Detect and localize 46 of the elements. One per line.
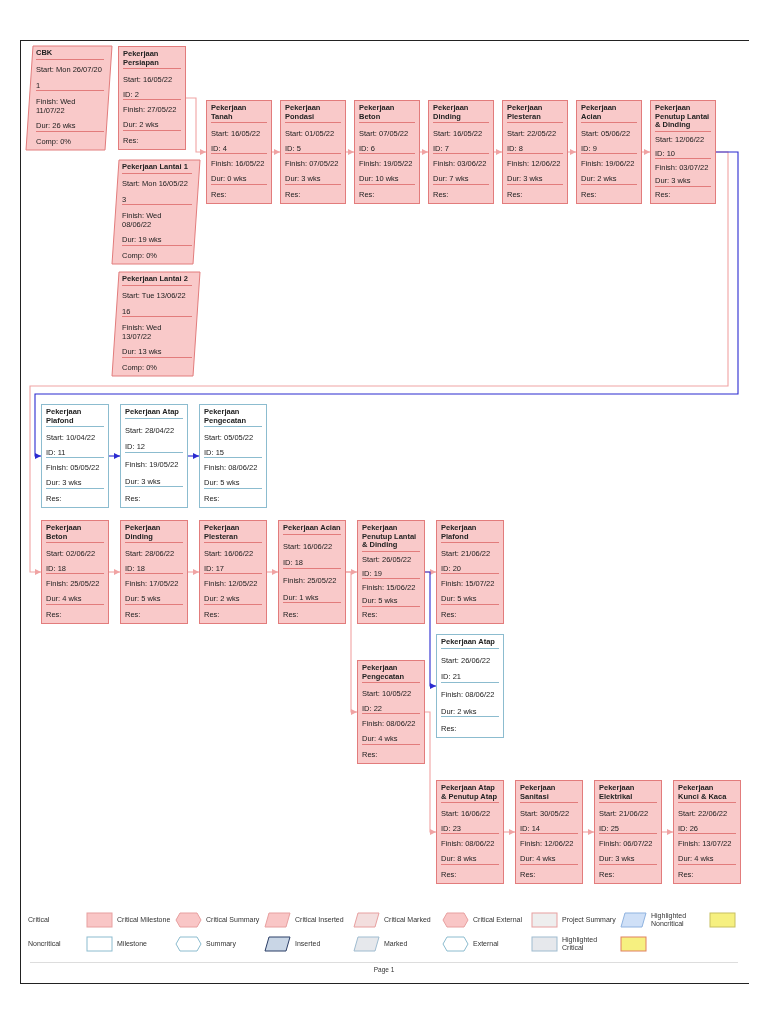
critical-task-card: [594, 780, 662, 884]
arrow: [424, 711, 437, 835]
arrow: [503, 829, 516, 835]
critical-task-card: [120, 520, 188, 624]
critical-task-card: [357, 520, 425, 624]
arrow: [187, 453, 200, 459]
arrow: [424, 571, 437, 689]
arrow: [661, 829, 674, 835]
critical-task-card: [354, 100, 420, 204]
critical-task-card: [118, 46, 186, 150]
summary-task-card: [26, 46, 112, 150]
arrow: [108, 453, 121, 459]
critical-task-card: [436, 780, 504, 884]
arrow: [419, 149, 429, 155]
arrow: [345, 571, 358, 715]
critical-task-card: [357, 660, 425, 764]
arrow: [34, 151, 739, 459]
critical-task-card: [436, 520, 504, 624]
arrow: [582, 829, 595, 835]
critical-task-card: [41, 520, 109, 624]
critical-task-card: [199, 520, 267, 624]
critical-task-card: [206, 100, 272, 204]
critical-task-card: [428, 100, 494, 204]
arrow: [187, 569, 200, 575]
arrow: [271, 149, 281, 155]
arrow: [345, 149, 355, 155]
arrow: [266, 569, 279, 575]
critical-task-card: [673, 780, 741, 884]
critical-task-card: [576, 100, 642, 204]
summary-task-card: [112, 272, 200, 376]
critical-task-card: [515, 780, 583, 884]
summary-task-card: [112, 160, 200, 264]
noncritical-task-card: [436, 634, 504, 738]
critical-task-card: [278, 520, 346, 624]
arrow: [29, 151, 729, 575]
critical-task-card: [280, 100, 346, 204]
noncritical-task-card: [41, 404, 109, 508]
critical-task-card: [650, 100, 716, 204]
arrow: [567, 149, 577, 155]
noncritical-task-card: [120, 404, 188, 508]
arrow: [185, 97, 207, 155]
critical-task-card: [502, 100, 568, 204]
arrow: [641, 149, 651, 155]
noncritical-task-card: [199, 404, 267, 508]
arrow: [108, 569, 121, 575]
arrow: [493, 149, 503, 155]
